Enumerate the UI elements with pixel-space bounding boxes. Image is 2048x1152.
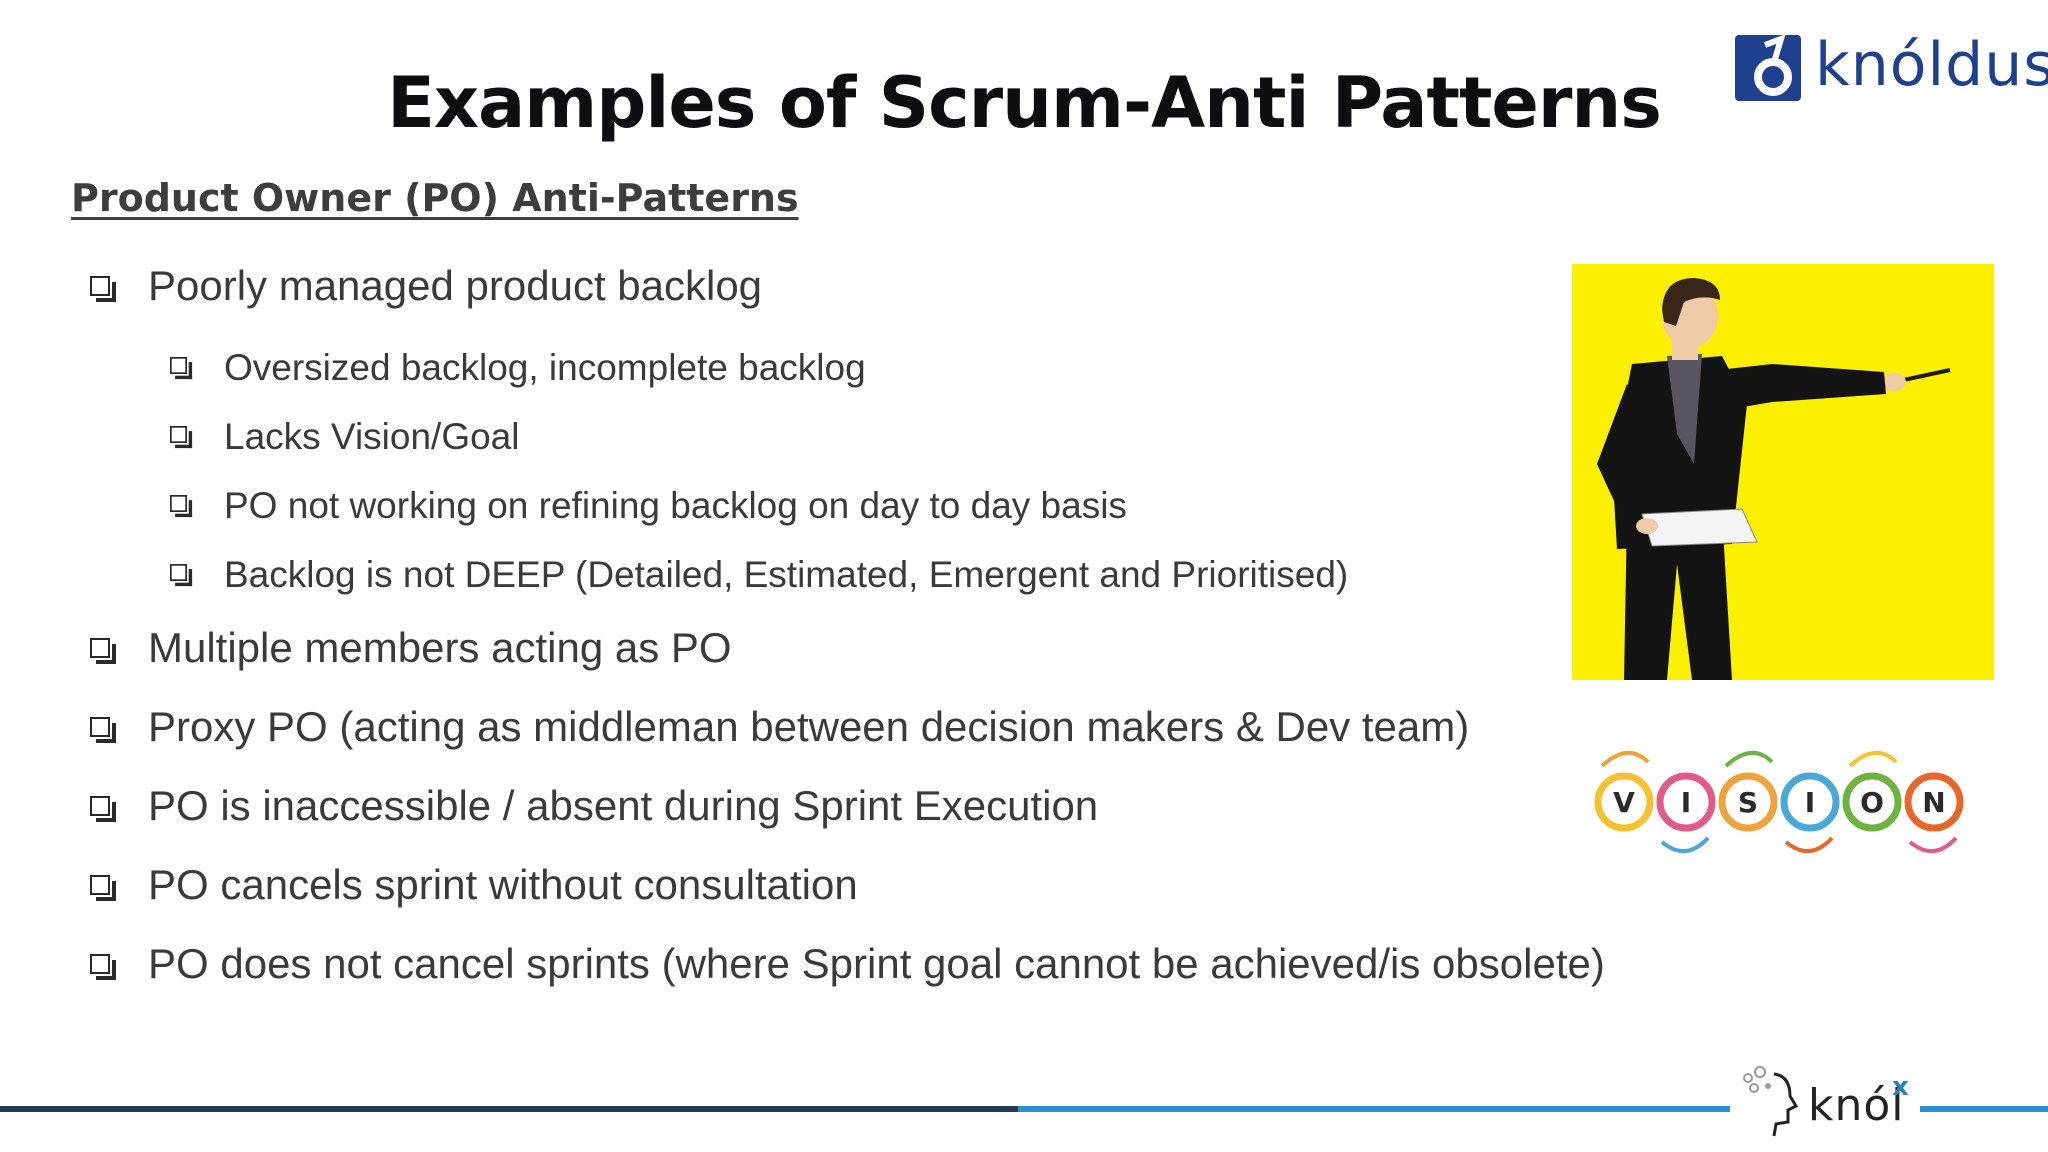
checkbox-bullet-icon bbox=[170, 426, 193, 449]
presenter-illustration bbox=[1572, 264, 1994, 680]
vision-letter-text: S bbox=[1738, 786, 1758, 819]
logo-text: knóldus bbox=[1815, 30, 2048, 100]
checkbox-bullet-icon bbox=[90, 717, 116, 743]
knoldus-logo-icon bbox=[1735, 35, 1801, 101]
knolx-head-icon bbox=[1743, 1066, 1799, 1137]
vision-letter-3: S bbox=[1718, 751, 1778, 832]
footer-bar-light bbox=[1018, 1106, 2048, 1112]
vision-letter-5: O bbox=[1842, 751, 1902, 832]
vision-letter-2: I bbox=[1656, 772, 1716, 853]
vision-swoosh-arrow bbox=[1724, 751, 1774, 768]
vision-letter-6: N bbox=[1904, 772, 1964, 853]
knolx-text: knól bbox=[1808, 1080, 1905, 1131]
checkbox-bullet-icon bbox=[90, 638, 116, 664]
vision-letter-ring bbox=[1718, 772, 1778, 832]
vision-letter-ring bbox=[1594, 772, 1654, 832]
vision-swoosh-arrow bbox=[1660, 836, 1710, 853]
bullet-text: Multiple members acting as PO bbox=[148, 624, 732, 671]
checkbox-bullet-icon bbox=[170, 564, 193, 587]
vision-letter-text: N bbox=[1922, 786, 1945, 819]
vision-swoosh-arrow bbox=[1848, 751, 1898, 768]
bullet-text: Backlog is not DEEP (Detailed, Estimated… bbox=[224, 554, 1349, 595]
vision-letter-ring bbox=[1842, 772, 1902, 832]
checkbox-bullet-icon bbox=[90, 954, 116, 980]
knolx-x: x bbox=[1892, 1072, 1909, 1102]
knolx-logo: knól x bbox=[1730, 1052, 1920, 1152]
bullet-text: PO is inaccessible / absent during Sprin… bbox=[148, 782, 1099, 829]
slide-title: Examples of Scrum-Anti Patterns bbox=[387, 62, 1662, 144]
checkbox-bullet-icon bbox=[170, 495, 193, 518]
bullet-text: PO cancels sprint without consultation bbox=[148, 861, 858, 908]
vision-letter-ring bbox=[1656, 772, 1716, 832]
vision-swoosh-arrow bbox=[1784, 836, 1834, 853]
checkbox-bullet-icon bbox=[90, 276, 116, 302]
vision-letter-text: I bbox=[1805, 786, 1815, 819]
checkbox-bullet-icon bbox=[90, 796, 116, 822]
checkbox-bullet-icon bbox=[90, 875, 116, 901]
bullet-text: Oversized backlog, incomplete backlog bbox=[224, 347, 866, 388]
checkbox-bullet-icon bbox=[170, 357, 193, 380]
presenter-icon bbox=[1597, 278, 1951, 680]
bullet-text: PO does not cancel sprints (where Sprint… bbox=[148, 940, 1605, 987]
vision-letter-ring bbox=[1780, 772, 1840, 832]
vision-letter-ring bbox=[1904, 772, 1964, 832]
vision-letter-text: O bbox=[1860, 786, 1884, 819]
vision-swoosh-arrow bbox=[1908, 836, 1958, 853]
vision-letter-4: I bbox=[1780, 772, 1840, 853]
footer-bar-dark bbox=[0, 1106, 1018, 1112]
bullet-text: Poorly managed product backlog bbox=[148, 262, 763, 309]
vision-letter-text: I bbox=[1681, 786, 1691, 819]
bullet-text: PO not working on refining backlog on da… bbox=[224, 485, 1127, 526]
vision-letter-text: V bbox=[1613, 786, 1635, 819]
bullet-text: Lacks Vision/Goal bbox=[224, 416, 520, 457]
section-heading: Product Owner (PO) Anti-Patterns bbox=[71, 176, 799, 220]
vision-swoosh-arrow bbox=[1600, 751, 1650, 768]
vision-letter-1: V bbox=[1594, 751, 1654, 832]
knoldus-logo: knóldus bbox=[1735, 30, 2048, 108]
bullet-text: Proxy PO (acting as middleman between de… bbox=[148, 703, 1470, 750]
